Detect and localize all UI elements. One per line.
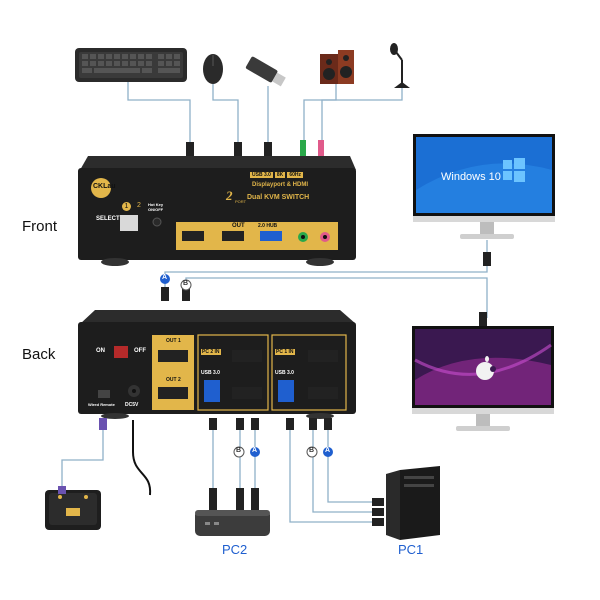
pc2-in-label: PC 2 IN — [201, 349, 221, 355]
power-switch — [114, 346, 128, 358]
port-2-indicator: 2 — [137, 202, 141, 209]
badge-60hz: 60Hz — [287, 172, 303, 178]
front-usb3-port — [260, 231, 282, 241]
connector-markers — [160, 274, 333, 458]
kvm-back-device — [78, 310, 356, 419]
out1-label: OUT 1 — [166, 338, 181, 344]
power-cable — [132, 420, 152, 496]
keyboard-cable — [127, 82, 191, 148]
out-dp-port — [158, 387, 188, 399]
front-badges: USB 3.0 8K 60Hz — [250, 172, 303, 178]
wired-remote-port — [98, 390, 110, 398]
usb-drive-icon — [245, 56, 286, 87]
power-on-label: ON — [96, 348, 105, 354]
microphone-cable — [321, 88, 403, 148]
marker-a-front — [160, 274, 170, 284]
marker-b-front-text: B — [183, 280, 189, 287]
mouse-icon — [203, 54, 223, 84]
badge-usb3: USB 3.0 — [250, 172, 273, 178]
hotkey-button — [152, 217, 162, 227]
pc1-hdmi-port — [308, 350, 338, 362]
marker-b-pc1-text: B — [309, 447, 315, 454]
wired-remote-icon — [45, 486, 101, 530]
marker-b-pc1 — [306, 446, 318, 458]
front-label: Front — [22, 218, 58, 235]
monitor-2 — [412, 312, 554, 431]
pc1-tower-icon — [372, 466, 440, 540]
pc1-usb3-label: USB 3.0 — [275, 370, 294, 376]
speaker-icon — [320, 50, 354, 84]
select-label: SELECT — [96, 216, 120, 222]
keyboard-icon — [75, 48, 187, 82]
mid-plugs — [161, 287, 190, 301]
windows-logo-icon — [503, 158, 525, 182]
badge-8k: 8K — [274, 172, 286, 178]
brand-logo — [91, 178, 111, 198]
marker-b-front — [180, 279, 192, 291]
back-plugs — [99, 418, 332, 430]
pc1-cable-2 — [312, 420, 382, 513]
pc2-label: PC2 — [222, 542, 248, 557]
wired-remote-label: Wired Remote — [88, 402, 115, 407]
speaker-cable — [303, 84, 337, 148]
kvm-front-device — [78, 156, 356, 266]
front-title: Dual KVM SWITCH — [247, 194, 310, 201]
pc1-in-label: PC 1 IN — [275, 349, 295, 355]
back-label: Back — [22, 346, 56, 363]
marker-a-pc2-text: A — [252, 447, 258, 454]
mouse-cable — [212, 84, 239, 148]
front-title-number: 2 — [226, 188, 233, 203]
monitor-1-os-text: Windows 10 — [441, 171, 501, 183]
front-out-label: OUT — [232, 223, 245, 229]
pc1-cable-3 — [327, 420, 382, 503]
front-title-ports: PORT — [235, 199, 247, 204]
pc1-usb3-port — [278, 380, 294, 402]
out2-label: OUT 2 — [166, 377, 181, 383]
hotkey-label: Hot Key ON/OFF — [148, 202, 164, 212]
marker-b-pc2-text: B — [236, 447, 242, 454]
brand-text: CKLau — [93, 183, 116, 190]
marker-a-front-text: A — [162, 274, 168, 281]
pc2-mini-pc-icon — [195, 488, 270, 536]
out-hdmi-port — [158, 350, 188, 362]
front-usb-port-2 — [222, 231, 244, 241]
microphone-icon — [390, 43, 410, 88]
wired-remote-cable — [61, 420, 104, 492]
front-hub-label: 2.0 HUB — [258, 223, 278, 229]
port-1-indicator: 1 — [122, 202, 131, 211]
top-plugs — [186, 140, 324, 156]
marker-a-pc1 — [323, 447, 333, 457]
pc1-dp-port — [308, 387, 338, 399]
marker-a-pc2 — [250, 447, 260, 457]
marker-b-pc2 — [233, 446, 245, 458]
front-subtitle: Displayport & HDMI — [252, 182, 309, 188]
back-pc1-panel — [271, 334, 347, 411]
front-usb-port-1 — [182, 231, 204, 241]
back-pc2-panel — [197, 334, 269, 411]
apple-logo-icon — [476, 356, 496, 380]
select-button — [120, 215, 138, 231]
pc2-usb3-label: USB 3.0 — [201, 370, 220, 376]
pc2-hdmi-port — [232, 350, 262, 362]
marker-a-pc1-text: A — [325, 447, 331, 454]
power-off-label: OFF — [134, 348, 146, 354]
pc1-label: PC1 — [398, 542, 424, 557]
dc5v-label: DC5V — [125, 402, 139, 408]
pc1-cable-1 — [289, 420, 382, 523]
pc2-usb3-port — [204, 380, 220, 402]
monitor-1 — [413, 134, 555, 266]
pc2-dp-port — [232, 387, 262, 399]
